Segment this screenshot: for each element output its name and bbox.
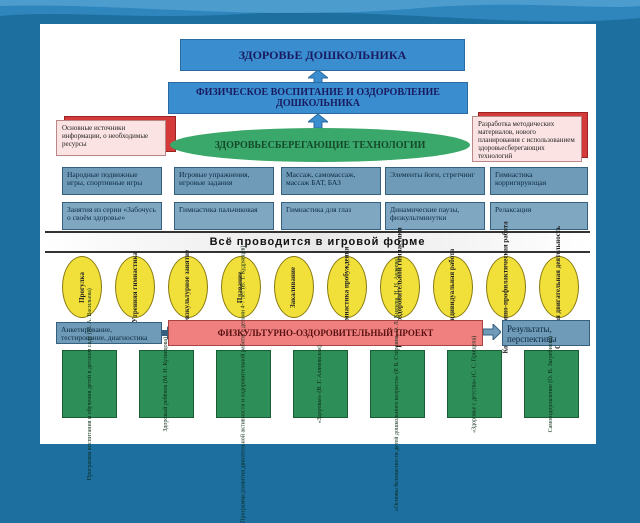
program-box: Программа развития двигательной активнос… <box>216 245 271 523</box>
activity-oval: Плавание <box>221 256 261 318</box>
row1-cell: Гимнастика корригирующая <box>490 167 588 195</box>
up-arrow-2 <box>308 114 328 128</box>
technologies-box: ЗДОРОВЬЕСБЕРЕГАЮЩИЕ ТЕХНОЛОГИИ <box>170 128 470 162</box>
activity-oval: Индивидуальная работа <box>433 248 473 326</box>
game-form-banner: Всё проводится в игровой форме <box>45 231 590 253</box>
activity-oval: Кружок оздоровительной гимнастики <box>380 227 420 347</box>
row1-cell: Массаж, самомассаж, массаж БАТ, БАЗ <box>281 167 381 195</box>
row2-cell: Релаксация <box>490 202 588 230</box>
activity-oval: Гимнастика пробуждения <box>327 246 367 328</box>
activity-oval: Свободная двигательная деятельность <box>539 225 579 349</box>
row1-cell: Народные подвижные игры, спортивные игры <box>62 167 162 195</box>
row2-cell: Занятия из серии «Забочусь о своём здоро… <box>62 202 162 230</box>
program-box: «Здоровье с детства» (С. С. Прищепа) <box>447 335 502 433</box>
activity-oval: Утренняя гимнастика <box>115 252 155 322</box>
activity-oval: Закаливание <box>274 256 314 318</box>
slide-canvas: ЗДОРОВЬЕ ДОШКОЛЬНИКА ФИЗИЧЕСКОЕ ВОСПИТАН… <box>40 24 596 523</box>
row2-cell: Гимнастика для глаз <box>281 202 381 230</box>
results-box: Результаты, перспективы <box>502 320 590 346</box>
row2-cell: Динамические паузы, физкультминутки <box>385 202 485 230</box>
right-arrow-2 <box>483 324 501 340</box>
program-box: Самооздоровление (О. В. Загребнева) <box>524 336 579 432</box>
row1-cell: Игровые упражнения, игровые задания <box>174 167 274 195</box>
activity-oval: Коррекционно-профилактическая работа <box>486 221 526 353</box>
up-arrow <box>308 70 328 84</box>
right-note: Разработка методических материалов, ново… <box>472 116 582 162</box>
physical-education-box: ФИЗИЧЕСКОЕ ВОСПИТАНИЕ И ОЗДОРОВЛЕНИЕ ДОШ… <box>168 82 468 114</box>
activity-oval: Физкультурное занятие <box>168 249 208 325</box>
program-box: «Основы безопасности детей дошкольного в… <box>370 257 425 511</box>
program-box: Здоровый ребёнок (М. Н. Кузнецова) <box>139 337 194 431</box>
row1-cell: Элементы йоги, стретчинг <box>385 167 485 195</box>
activity-oval: Прогулка <box>62 256 102 318</box>
project-box: ФИЗКУЛЬТУРНО-ОЗДОРОВИТЕЛЬНЫЙ ПРОЕКТ <box>168 320 483 346</box>
row2-cell: Гимнастика пальчиковая <box>174 202 274 230</box>
title-box: ЗДОРОВЬЕ ДОШКОЛЬНИКА <box>180 39 465 71</box>
survey-box: Анкетирование, тестирование, диагностика <box>56 322 162 344</box>
program-box: «Здоровье» (В. Г. Алямовская) <box>293 345 348 423</box>
program-box: Программа воспитания и обучения детей в … <box>62 288 117 480</box>
left-note: Основные источники информации, о необход… <box>56 120 166 156</box>
